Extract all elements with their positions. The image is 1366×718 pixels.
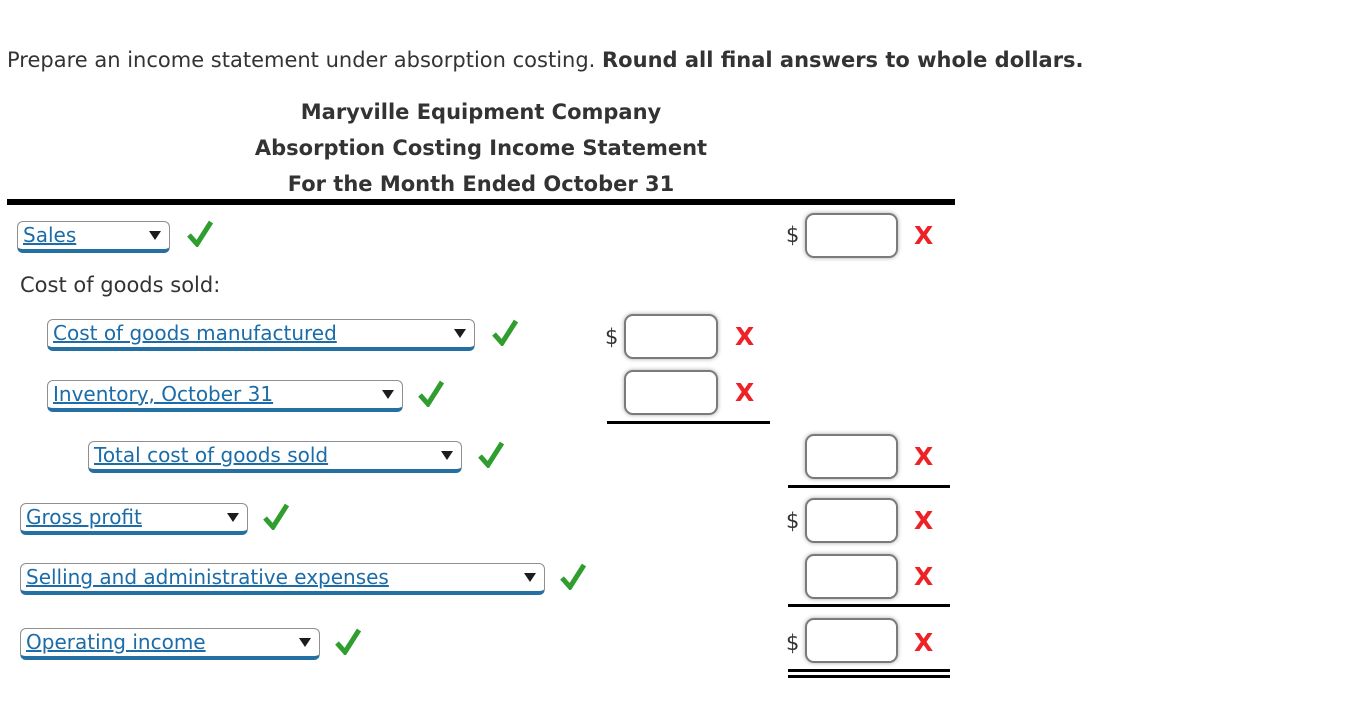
sga-select-label: Selling and administrative expenses	[26, 564, 389, 589]
chevron-down-icon	[299, 637, 311, 647]
check-icon	[187, 220, 214, 247]
chevron-down-icon	[149, 230, 161, 240]
check-icon	[560, 563, 587, 590]
total-double-underline	[788, 669, 950, 678]
operating-income-select-label: Operating income	[26, 629, 206, 654]
gross-profit-select-label: Gross profit	[26, 504, 142, 529]
cogm-account-select[interactable]: Cost of goods manufactured	[47, 319, 475, 351]
cogm-amount-input[interactable]	[624, 314, 718, 359]
incorrect-x-icon: X	[914, 221, 934, 250]
chevron-down-icon	[441, 450, 453, 460]
total-cogs-select-label: Total cost of goods sold	[94, 442, 329, 467]
total-cogs-account-select[interactable]: Total cost of goods sold	[88, 441, 462, 473]
inventory-amount-input[interactable]	[624, 370, 718, 415]
inventory-select-label: Inventory, October 31	[53, 381, 274, 406]
check-icon	[418, 380, 445, 407]
instruction-normal: Prepare an income statement under absorp…	[7, 48, 603, 72]
dollar-sign: $	[605, 325, 619, 349]
total-cogs-amount-input[interactable]	[805, 434, 898, 479]
gross-profit-account-select[interactable]: Gross profit	[20, 503, 248, 535]
gross-profit-amount-input[interactable]	[805, 498, 898, 543]
check-icon	[263, 503, 290, 530]
subtotal-underline	[788, 604, 950, 607]
sga-account-select[interactable]: Selling and administrative expenses	[20, 563, 545, 595]
incorrect-x-icon: X	[914, 562, 934, 591]
sales-select-label: Sales	[23, 222, 77, 247]
dollar-sign: $	[786, 631, 800, 655]
check-icon	[478, 441, 505, 468]
check-icon	[335, 628, 362, 655]
chevron-down-icon	[227, 512, 239, 522]
incorrect-x-icon: X	[735, 378, 755, 407]
subtotal-underline	[607, 421, 770, 424]
statement-title: Absorption Costing Income Statement	[254, 136, 708, 160]
header-divider-rule	[7, 199, 955, 205]
cogs-section-label: Cost of goods sold:	[20, 273, 221, 297]
statement-period: For the Month Ended October 31	[287, 172, 675, 196]
incorrect-x-icon: X	[914, 506, 934, 535]
statement-header: Maryville Equipment Company Absorption C…	[7, 94, 955, 202]
dollar-sign: $	[786, 509, 800, 533]
chevron-down-icon	[524, 572, 536, 582]
incorrect-x-icon: X	[735, 322, 755, 351]
operating-income-account-select[interactable]: Operating income	[20, 628, 320, 660]
instruction-bold: Round all final answers to whole dollars…	[602, 48, 1084, 72]
chevron-down-icon	[454, 328, 466, 338]
instruction-text: Prepare an income statement under absorp…	[7, 48, 1084, 72]
subtotal-underline	[788, 485, 950, 488]
dollar-sign: $	[786, 223, 800, 247]
sales-amount-input[interactable]	[805, 213, 898, 258]
cogm-select-label: Cost of goods manufactured	[53, 320, 337, 345]
incorrect-x-icon: X	[914, 628, 934, 657]
inventory-account-select[interactable]: Inventory, October 31	[47, 380, 403, 412]
statement-company: Maryville Equipment Company	[300, 100, 662, 124]
check-icon	[492, 319, 519, 346]
sales-account-select[interactable]: Sales	[17, 221, 170, 253]
chevron-down-icon	[382, 389, 394, 399]
sga-amount-input[interactable]	[805, 554, 898, 599]
incorrect-x-icon: X	[914, 442, 934, 471]
operating-income-amount-input[interactable]	[805, 618, 898, 663]
